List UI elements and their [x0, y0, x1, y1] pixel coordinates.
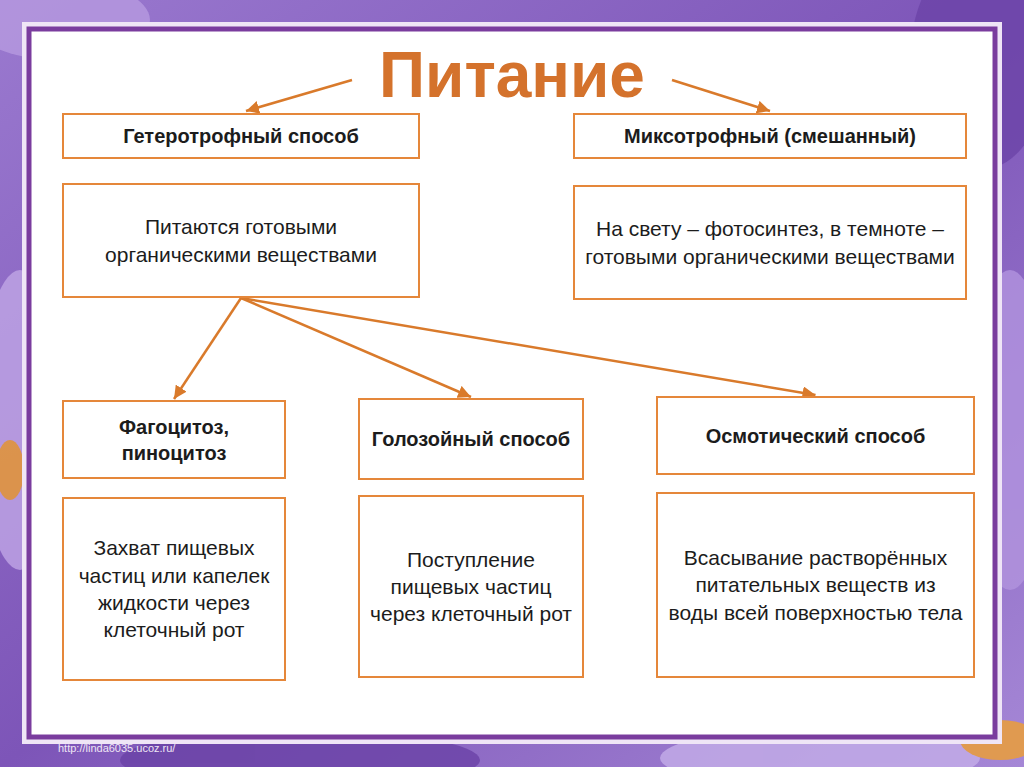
description-box: Захват пищевых частиц или капелек жидкос…: [62, 497, 286, 681]
description-box: Поступление пищевых частиц через клеточн…: [358, 495, 584, 678]
stamen: [0, 440, 24, 500]
title-arrow: [246, 80, 352, 111]
heading-box: Голозойный способ: [358, 398, 584, 480]
box-text: Гетеротрофный способ: [123, 123, 359, 149]
connector-arrow: [241, 298, 471, 397]
heading-box: Осмотический способ: [656, 396, 975, 475]
box-text: Осмотический способ: [706, 423, 926, 449]
box-text: На свету – фотосинтез, в темноте – готов…: [585, 215, 955, 270]
panel-shadow: [22, 22, 1002, 744]
title-arrow: [672, 80, 770, 111]
watermark: http://linda6035.ucoz.ru/: [58, 742, 175, 754]
box-text: Всасывание растворённых питательных веще…: [668, 544, 963, 626]
connector-arrow: [174, 298, 241, 399]
box-text: Фагоцитоз, пиноцитоз: [74, 414, 274, 466]
description-box: Всасывание растворённых питательных веще…: [656, 492, 975, 678]
heading-box: Гетеротрофный способ: [62, 113, 420, 159]
heading-box: Фагоцитоз, пиноцитоз: [62, 400, 286, 479]
box-text: Питаются готовыми органическими вещества…: [74, 213, 408, 268]
description-box: На свету – фотосинтез, в темноте – готов…: [573, 185, 967, 300]
description-box: Питаются готовыми органическими вещества…: [62, 183, 420, 298]
heading-box: Миксотрофный (смешанный): [573, 113, 967, 159]
connector-arrow: [241, 298, 816, 395]
box-text: Захват пищевых частиц или капелек жидкос…: [74, 534, 274, 643]
title: Питание: [0, 40, 1024, 110]
box-text: Голозойный способ: [372, 426, 570, 452]
box-text: Поступление пищевых частиц через клеточн…: [370, 546, 572, 628]
panel: [29, 29, 995, 737]
box-text: Миксотрофный (смешанный): [624, 123, 916, 149]
